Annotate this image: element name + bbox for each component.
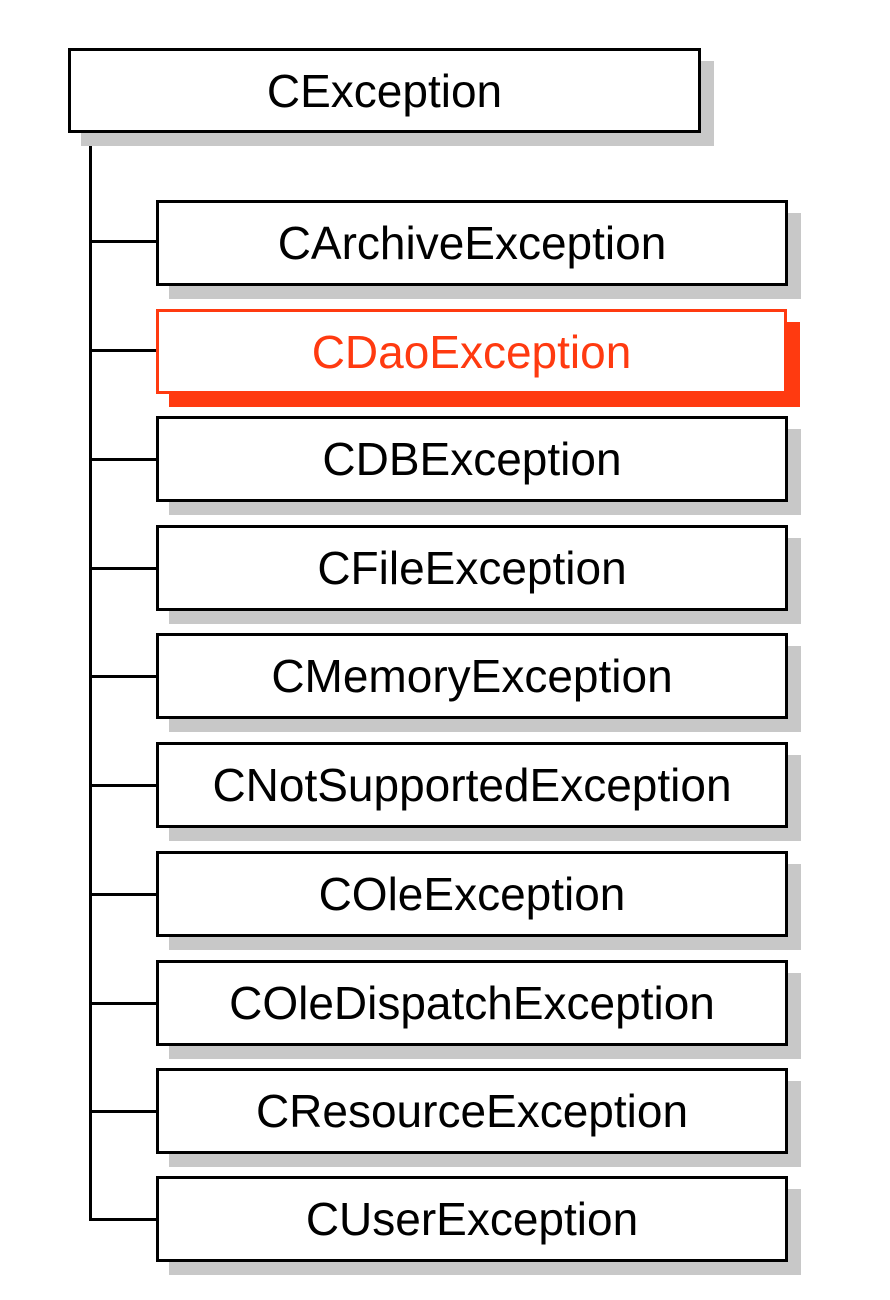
class-label: CDaoException	[311, 325, 632, 378]
class-box-cdbexception: CDBException	[156, 416, 788, 502]
class-box-coledispatchexception: COleDispatchException	[156, 960, 788, 1046]
class-box-cmemoryexception: CMemoryException	[156, 633, 788, 719]
class-box-carchiveexception: CArchiveException	[156, 200, 788, 286]
class-box-cnotsupportedexception: CNotSupportedException	[156, 742, 788, 828]
root-class-box: CException	[68, 48, 701, 133]
branch-line	[89, 675, 156, 678]
class-box-cresourceexception: CResourceException	[156, 1068, 788, 1154]
class-box-coleexception: COleException	[156, 851, 788, 937]
branch-line	[89, 1218, 156, 1221]
class-box-cdaoexception-highlighted: CDaoException	[156, 309, 787, 394]
class-label: CNotSupportedException	[212, 759, 732, 811]
branch-line	[89, 240, 156, 243]
branch-line	[89, 349, 156, 352]
class-label: CDBException	[322, 433, 622, 485]
class-label: CMemoryException	[271, 650, 673, 702]
class-label: CUserException	[305, 1193, 639, 1245]
root-class-label: CException	[266, 64, 503, 117]
branch-line	[89, 458, 156, 461]
branch-line	[89, 567, 156, 570]
class-label: CArchiveException	[277, 217, 667, 269]
class-label: CFileException	[317, 542, 627, 594]
branch-line	[89, 893, 156, 896]
class-box-cuserexception: CUserException	[156, 1176, 788, 1262]
class-label: COleDispatchException	[229, 977, 715, 1029]
branch-line	[89, 1002, 156, 1005]
branch-line	[89, 1110, 156, 1113]
class-box-cfileexception: CFileException	[156, 525, 788, 611]
class-label: CResourceException	[255, 1085, 689, 1137]
class-label: COleException	[318, 868, 626, 920]
branch-line	[89, 784, 156, 787]
